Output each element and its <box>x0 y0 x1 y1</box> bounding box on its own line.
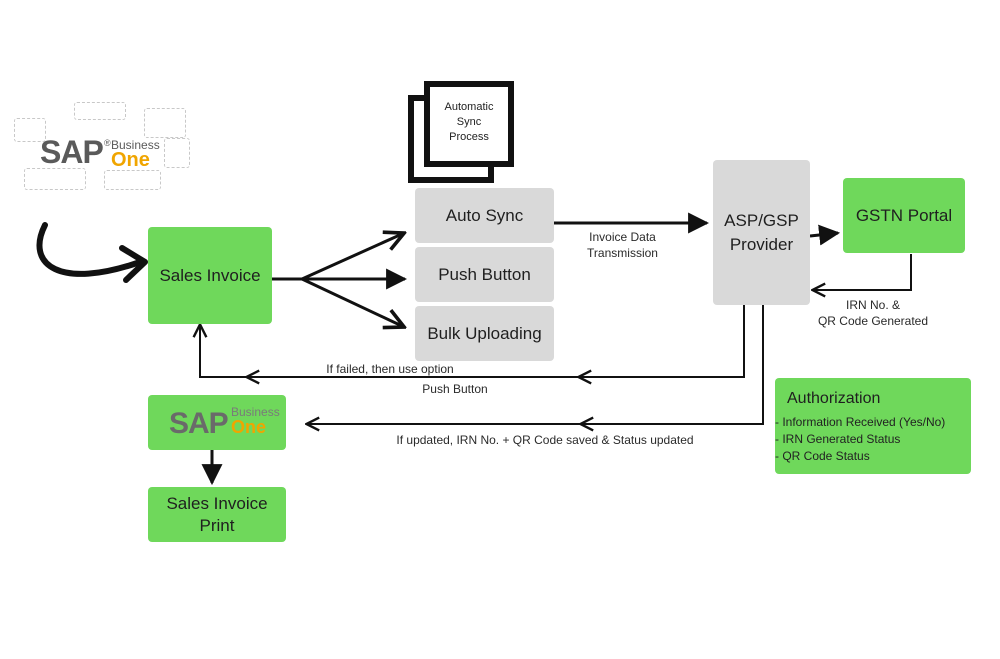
if-updated-note: If updated, IRN No. + QR Code saved & St… <box>396 433 694 447</box>
authorization-item: - QR Code Status <box>775 449 870 463</box>
automatic-sync-process-label: Automatic Sync Process <box>444 101 494 143</box>
sap-box-wordmark: SAP <box>169 406 229 440</box>
arrow-to-bulk-uploading <box>301 277 402 326</box>
stacked-pages-icon <box>408 81 514 183</box>
if-failed-note: If failed, then use option <box>326 362 454 376</box>
sales-invoice-node: Sales Invoice <box>148 227 272 324</box>
sap-wordmark: SAP <box>40 134 104 170</box>
sap-box-business-wordmark: Business <box>231 404 280 419</box>
asp-gsp-provider-label: ASP/GSP Provider <box>724 210 799 254</box>
authorization-node: Authorization - Information Received (Ye… <box>775 378 971 474</box>
gstn-portal-node: GSTN Portal <box>843 178 965 253</box>
sales-invoice-print-label: Sales Invoice Print <box>166 493 268 535</box>
sales-invoice-label: Sales Invoice <box>159 265 261 285</box>
one-wordmark: One <box>111 149 150 171</box>
registered-mark: ® <box>104 138 111 148</box>
invoice-data-transmission-note: Invoice Data Transmission <box>587 230 658 260</box>
sap-logo-top: SAP ® Business One <box>14 98 194 198</box>
sales-invoice-print-node: Sales Invoice Print <box>148 487 286 542</box>
entry-curved-arrow <box>36 222 143 277</box>
arrow-to-auto-sync <box>301 234 402 281</box>
arrow-to-gstn <box>809 224 841 246</box>
asp-gsp-provider-node: ASP/GSP Provider <box>713 160 810 305</box>
auto-sync-label: Auto Sync <box>445 205 524 225</box>
bulk-uploading-label: Bulk Uploading <box>427 323 542 343</box>
bulk-uploading-node: Bulk Uploading <box>415 306 554 361</box>
sap-business-one-node: SAP Business One <box>148 395 286 450</box>
gstn-portal-label: GSTN Portal <box>855 205 953 225</box>
push-button-node: Push Button <box>415 247 554 302</box>
arrow-failed-loop <box>200 305 745 378</box>
arrow-irn-back <box>814 254 912 290</box>
arrow-update-loop <box>308 305 764 424</box>
push-button-option-note: Push Button <box>422 382 488 396</box>
sap-box-one-wordmark: One <box>231 416 267 437</box>
authorization-item: - IRN Generated Status <box>775 432 901 446</box>
authorization-item: - Information Received (Yes/No) <box>775 415 946 429</box>
push-button-label: Push Button <box>438 264 531 284</box>
irn-qr-generated-note: IRN No. & QR Code Generated <box>817 298 929 328</box>
auto-sync-node: Auto Sync <box>415 188 554 243</box>
business-wordmark: Business <box>111 138 160 152</box>
authorization-title: Authorization <box>787 390 881 407</box>
